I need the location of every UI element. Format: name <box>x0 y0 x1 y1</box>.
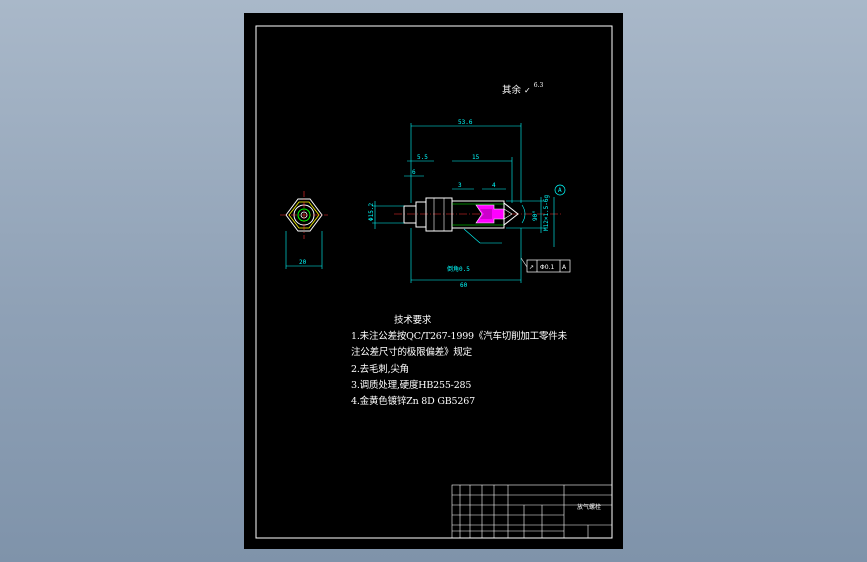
tech-line-4: 3.调质处理,硬度HB255-285 <box>351 379 472 391</box>
tolerance-symbol: ↗ <box>529 264 534 271</box>
dim-left-diameter: Φ15.2 <box>368 203 375 221</box>
dim-step: 6 <box>412 169 416 176</box>
dim-overall-bottom: 60 <box>460 282 468 289</box>
dim-inner: 4 <box>492 182 496 189</box>
section-view: 倒角0.5 <box>394 197 562 273</box>
tech-line-2: 注公差尺寸的极限偏差》规定 <box>351 347 472 359</box>
tech-line-1: 1.未注公差按QC/T267-1999《汽车切削加工零件未 <box>351 331 567 343</box>
dim-shoulder: 5.5 <box>417 154 428 161</box>
dim-angle: 90° <box>532 210 539 221</box>
dim-hex: 20 <box>299 259 307 266</box>
dimensions: 53.6 5.5 6 15 3 4 Φ15.2 M <box>368 119 566 289</box>
tolerance-value: Φ0.1 <box>540 264 554 271</box>
title-block <box>451 484 613 539</box>
tech-line-3: 2.去毛刺,尖角 <box>351 363 409 375</box>
roughness-value: 6.3 <box>533 82 544 89</box>
datum-label: A <box>558 187 562 194</box>
surface-roughness-note: 其余 ✓ 6.3 <box>502 82 543 96</box>
drawing-sheet: 20 倒角0.5 <box>244 13 623 549</box>
surface-note-label: 其余 <box>502 85 522 96</box>
dim-tip: 3 <box>458 182 462 189</box>
tech-requirements-title: 技术要求 <box>394 315 432 326</box>
tolerance-frame: ↗ Φ0.1 A <box>520 257 571 273</box>
dim-mid: 15 <box>472 154 480 161</box>
technical-requirements: 技术要求 1.未注公差按QC/T267-1999《汽车切削加工零件未 注公差尺寸… <box>351 313 567 410</box>
cad-drawing: 20 倒角0.5 <box>255 25 613 539</box>
tech-line-5: 4.金黄色镀锌Zn 8D GB5267 <box>351 396 475 408</box>
tolerance-datum: A <box>562 264 567 271</box>
dim-thread: M12×1.5-6g <box>543 194 550 231</box>
dim-overall-top: 53.6 <box>458 119 473 126</box>
inner-frame <box>255 25 613 539</box>
dim-chamfer-note: 倒角0.5 <box>447 265 470 273</box>
roughness-symbol-icon: ✓ <box>524 86 531 95</box>
end-view: 20 <box>280 191 328 269</box>
title-block-part-name: 放气螺栓 <box>577 503 601 511</box>
